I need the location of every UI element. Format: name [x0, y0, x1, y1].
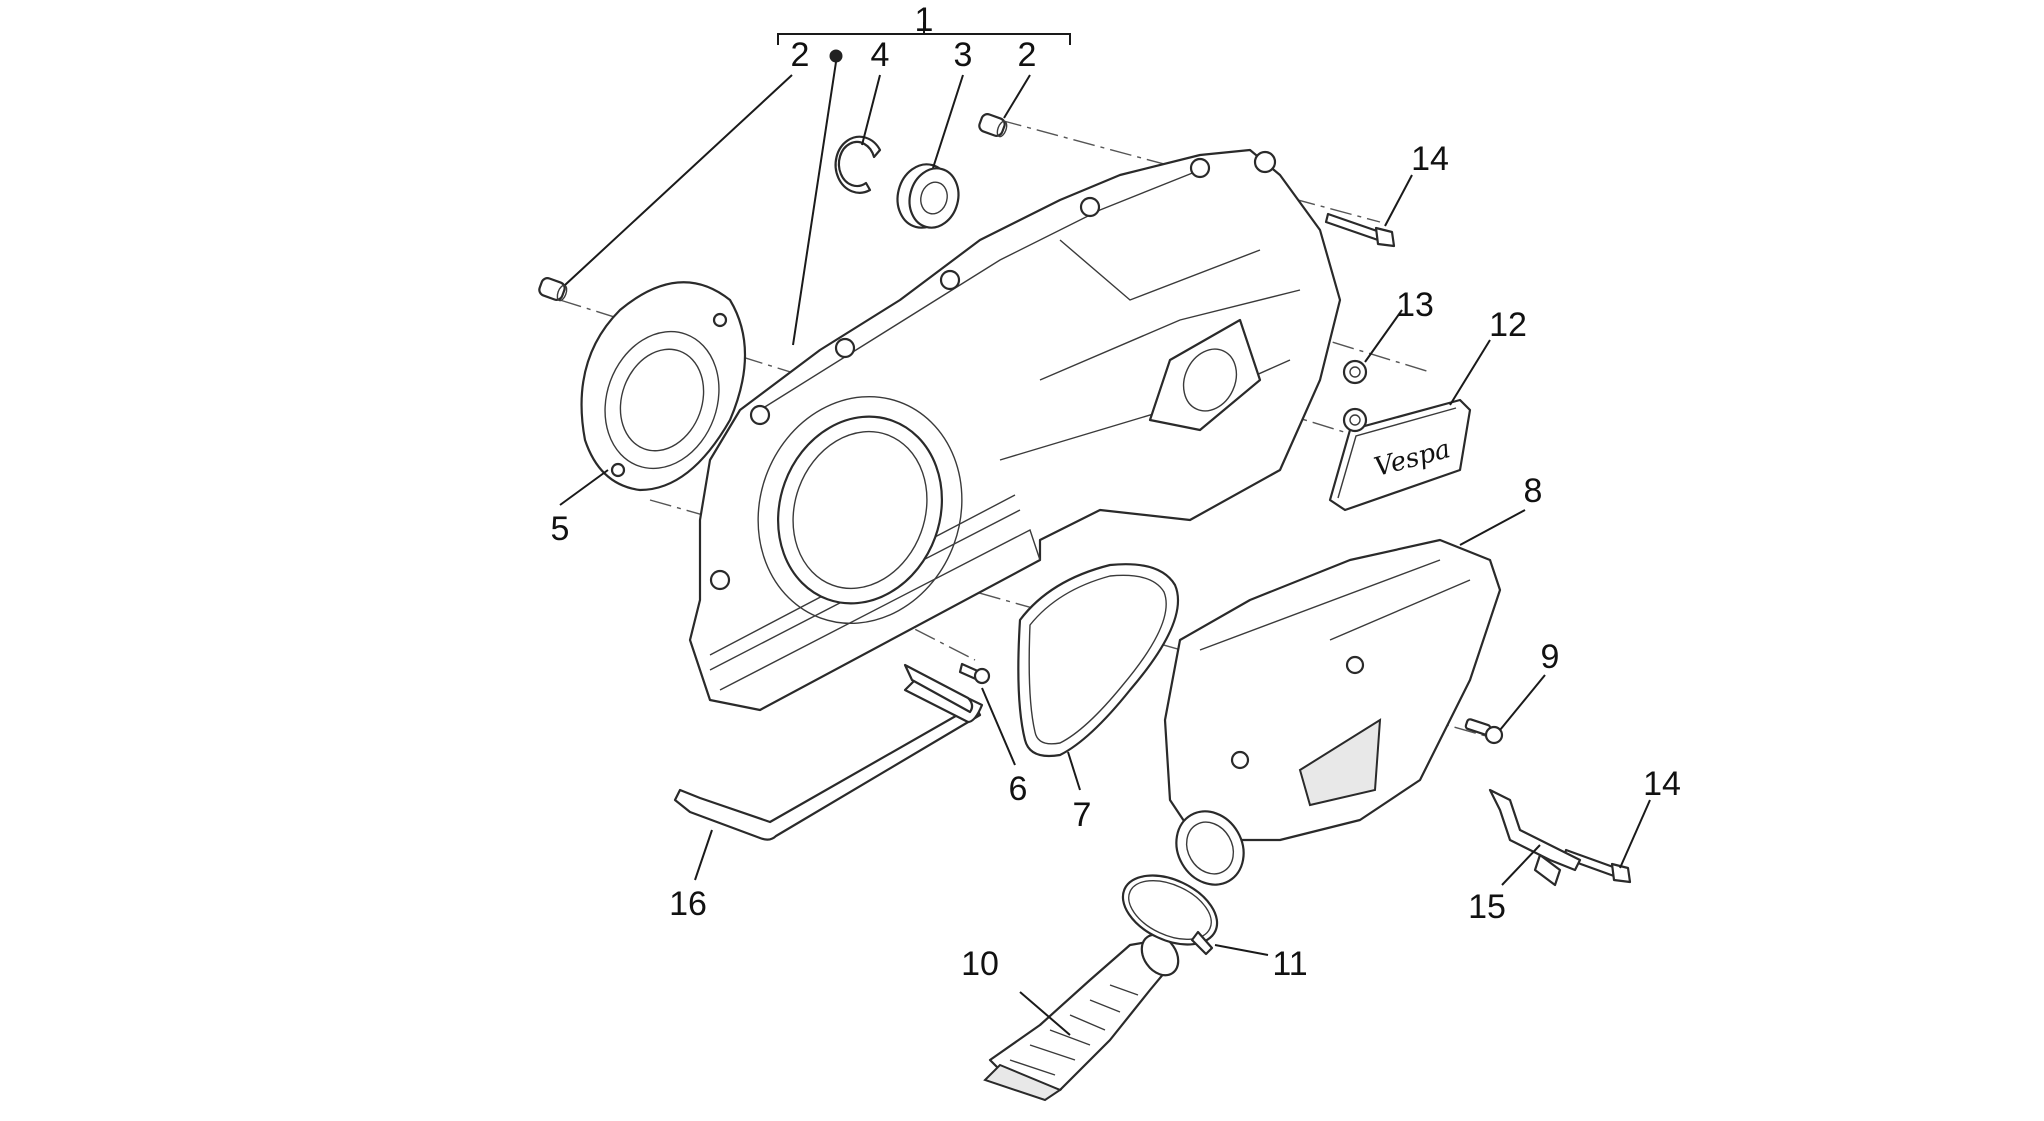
- part-7-gasket: [1017, 563, 1180, 758]
- callout-15: 15: [1468, 888, 1506, 926]
- group-bracket: [777, 22, 1071, 63]
- part-14-bolt-top: [1324, 212, 1396, 248]
- callout-16: 16: [669, 885, 707, 923]
- part-8-duct-cover: [1163, 538, 1502, 886]
- part-2-dowel-left: [538, 277, 568, 302]
- part-5-guard-plate: [580, 281, 747, 492]
- callout-5: 5: [551, 510, 570, 548]
- part-16-rod: [673, 663, 984, 841]
- callout-labels: 1 2 2 3 4 5 6 7 8 9 10 11 12 13 14 14 15…: [551, 1, 1681, 983]
- leader-lines: [559, 61, 1651, 1036]
- callout-2-left: 2: [791, 36, 810, 74]
- part-13-grommets: [1342, 359, 1368, 433]
- callout-6: 6: [1009, 770, 1028, 808]
- callout-13: 13: [1396, 286, 1434, 324]
- sub-assembly-dot: [829, 49, 843, 63]
- callout-8: 8: [1524, 472, 1543, 510]
- part-2-dowel-right: [978, 113, 1008, 138]
- callout-9: 9: [1541, 638, 1560, 676]
- callout-3: 3: [954, 36, 973, 74]
- part-11-hose-clamp: [1121, 874, 1219, 956]
- part-3-bearing: [896, 163, 960, 229]
- callout-2-right: 2: [1018, 36, 1037, 74]
- callout-14-bottom: 14: [1643, 765, 1681, 803]
- part-1-transmission-cover: [688, 148, 1342, 712]
- callout-12: 12: [1489, 306, 1527, 344]
- callout-10: 10: [961, 945, 999, 983]
- part-9-screw: [1464, 718, 1504, 745]
- part-15-bracket: [1488, 788, 1582, 887]
- part-6-screw: [958, 662, 991, 685]
- callout-14-top: 14: [1411, 140, 1449, 178]
- part-10-bellows-hose: [983, 933, 1180, 1102]
- callout-1: 1: [915, 1, 934, 39]
- callout-11: 11: [1272, 945, 1307, 983]
- callout-7: 7: [1073, 796, 1092, 834]
- part-4-circlip: [834, 135, 882, 194]
- callout-4: 4: [871, 36, 890, 74]
